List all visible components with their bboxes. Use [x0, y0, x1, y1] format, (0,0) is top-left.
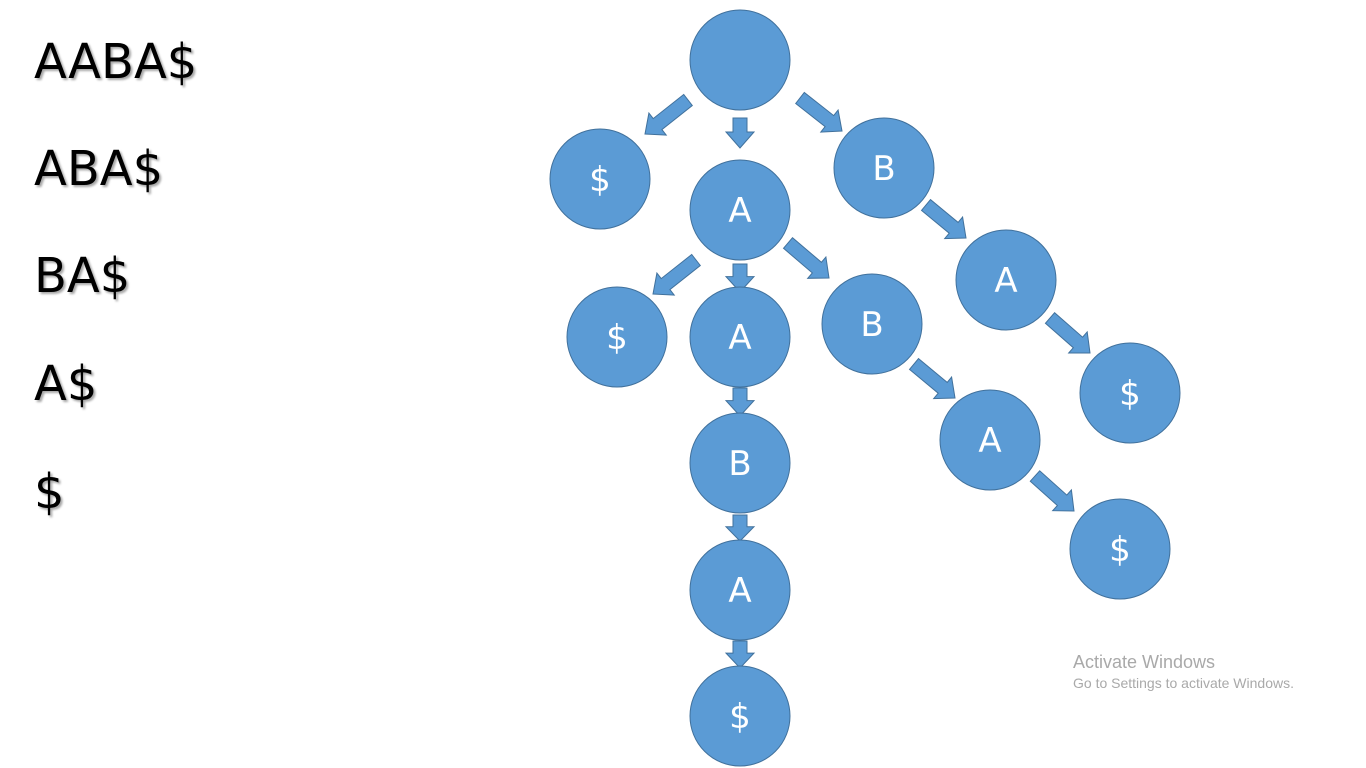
node-circle [1069, 498, 1171, 600]
suffix-2: ABA$ [34, 141, 164, 197]
node-circle [566, 286, 668, 388]
edge-arrow-10 [724, 514, 756, 542]
edge-arrow-2 [724, 117, 756, 149]
node-label: A [728, 318, 751, 358]
edge-arrow-5 [724, 263, 756, 293]
trie-node-12: $ [1069, 498, 1171, 600]
node-label: $ [729, 697, 751, 737]
node-circle [549, 128, 651, 230]
node-circle [821, 273, 923, 375]
edge-arrow-7 [724, 387, 756, 417]
node-label: A [728, 191, 751, 231]
edge-arrow-4 [652, 253, 701, 296]
trie-node-4: $ [566, 286, 668, 388]
trie-node-10: A [939, 389, 1041, 491]
watermark-title: Activate Windows [1073, 652, 1216, 672]
edge-arrow-13 [724, 640, 756, 669]
node-circle [955, 229, 1057, 331]
trie-node-5: A [689, 286, 791, 388]
watermark-subtitle: Go to Settings to activate Windows. [1073, 675, 1294, 691]
node-label: $ [606, 318, 628, 358]
suffix-3: BA$ [34, 248, 131, 304]
edge-arrow-11 [1044, 311, 1091, 354]
trie-node-13: $ [689, 665, 791, 767]
edge-arrow-9 [908, 357, 956, 400]
node-circle [689, 665, 791, 767]
root-node [689, 9, 791, 111]
trie-node-3: B [833, 117, 935, 219]
trie-node-9: $ [1079, 342, 1181, 444]
node-label: $ [589, 160, 611, 200]
trie-node-7: B [689, 412, 791, 514]
edge-arrow-3 [794, 91, 843, 133]
node-circle [689, 286, 791, 388]
edge-arrow-8 [920, 198, 967, 240]
suffix-5: $ [34, 464, 65, 520]
edge-arrow-1 [644, 93, 693, 136]
node-circle [689, 9, 791, 111]
node-label: B [872, 149, 895, 189]
suffix-1: AABA$ [34, 34, 198, 90]
trie-node-1: $ [549, 128, 651, 230]
node-label: $ [1109, 530, 1131, 570]
node-label: A [978, 421, 1001, 461]
trie-node-11: A [689, 539, 791, 641]
node-circle [689, 539, 791, 641]
node-circle [833, 117, 935, 219]
trie-node-6: B [821, 273, 923, 375]
node-label: B [728, 444, 751, 484]
trie-node-8: A [955, 229, 1057, 331]
node-circle [689, 159, 791, 261]
node-circle [689, 412, 791, 514]
node-label: $ [1119, 374, 1141, 414]
suffix-4: A$ [34, 356, 98, 412]
node-circle [1079, 342, 1181, 444]
node-circle [939, 389, 1041, 491]
node-label: A [994, 261, 1017, 301]
edge-arrow-6 [782, 236, 830, 279]
node-label: B [860, 305, 883, 345]
activate-windows-watermark: Activate Windows Go to Settings to activ… [1073, 651, 1294, 693]
node-label: A [728, 571, 751, 611]
trie-node-2: A [689, 159, 791, 261]
edge-arrow-12 [1029, 470, 1075, 512]
